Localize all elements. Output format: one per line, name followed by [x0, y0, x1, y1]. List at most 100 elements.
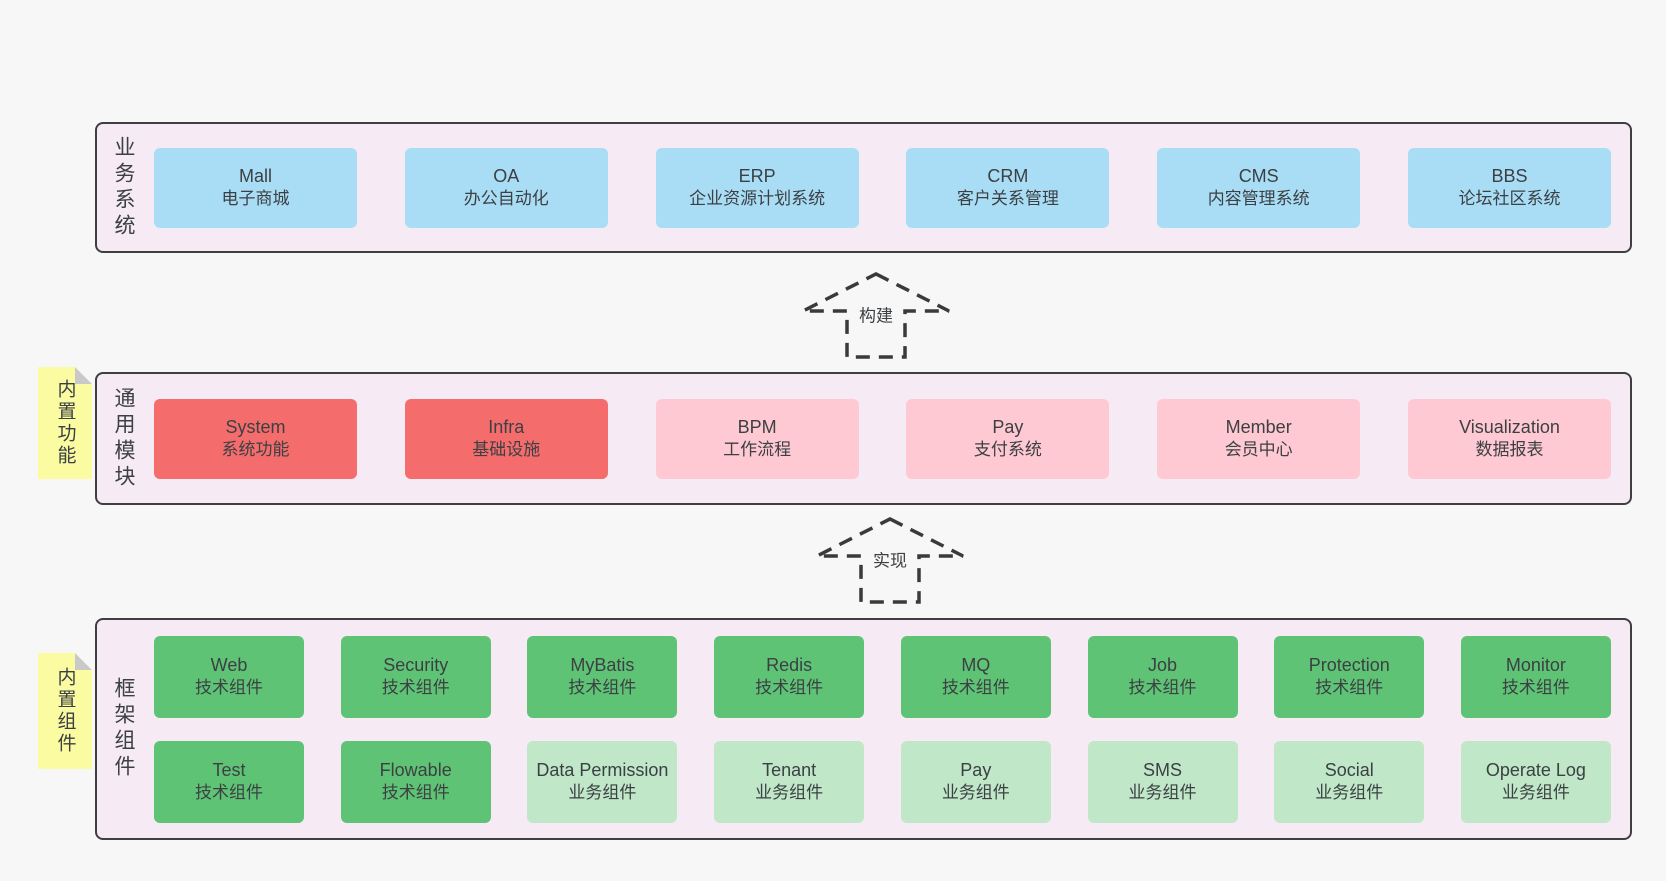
module-box-mq: MQ 技术组件	[900, 635, 1051, 718]
sticky-note-built-in-components: 内置组件	[38, 653, 92, 769]
module-box-erp: ERP 企业资源计划系统	[655, 147, 859, 228]
module-box-security: Security 技术组件	[340, 635, 491, 718]
module-name: MyBatis	[570, 654, 635, 675]
module-name: Redis	[766, 654, 813, 675]
module-box-crm: CRM 客户关系管理	[906, 147, 1110, 228]
module-box-social: Social 业务组件	[1274, 740, 1425, 823]
module-desc: 电子商城	[221, 189, 290, 209]
module-name: Monitor	[1505, 654, 1566, 675]
build-arrow-label: 构建	[856, 301, 896, 327]
module-name: CRM	[987, 165, 1029, 186]
note-text-built-in-components: 内置组件	[54, 667, 76, 755]
module-box-flowable: Flowable 技术组件	[340, 740, 491, 823]
module-box-job: Job 技术组件	[1087, 635, 1238, 718]
module-name: Member	[1225, 416, 1292, 437]
module-desc: 业务组件	[568, 783, 637, 803]
module-desc: 业务组件	[1501, 783, 1570, 803]
layer-label-business-systems: 业务系统	[112, 135, 135, 240]
implement-arrow-label: 实现	[870, 546, 910, 572]
module-box-bpm: BPM 工作流程	[655, 398, 859, 479]
module-name: BBS	[1491, 165, 1528, 186]
module-desc: 办公自动化	[463, 189, 549, 209]
module-box-data-permission: Data Permission 业务组件	[527, 740, 678, 823]
module-desc: 支付系统	[973, 440, 1042, 460]
module-box-bbs: BBS 论坛社区系统	[1407, 147, 1611, 228]
module-name: Social	[1324, 759, 1374, 780]
module-desc: 技术组件	[755, 678, 824, 698]
implement-arrow: 实现	[814, 515, 966, 605]
module-name: BPM	[737, 416, 777, 437]
module-name: Mall	[238, 165, 272, 186]
module-name: MQ	[961, 654, 991, 675]
module-name: Test	[212, 759, 246, 780]
module-desc: 企业资源计划系统	[689, 189, 826, 209]
module-desc: 技术组件	[195, 678, 263, 698]
module-desc: 工作流程	[723, 440, 792, 460]
module-name: Flowable	[379, 759, 452, 780]
module-desc: 技术组件	[941, 678, 1010, 698]
module-box-mall: Mall 电子商城	[154, 147, 357, 228]
layer-label-common-modules: 通用模块	[112, 386, 135, 491]
module-name: Protection	[1308, 654, 1390, 675]
module-box-tenant: Tenant 业务组件	[714, 740, 865, 823]
block-arrow-up-icon	[816, 517, 964, 604]
module-box-protection: Protection 技术组件	[1274, 635, 1425, 718]
module-desc: 技术组件	[1315, 678, 1384, 698]
module-desc: 业务组件	[1128, 783, 1197, 803]
module-desc: 基础设施	[472, 440, 541, 460]
block-arrow-up-icon	[802, 272, 950, 359]
module-row: Mall 电子商城 OA 办公自动化 ERP 企业资源计划系统 CRM 客户关系管理 CMS 内容…	[154, 147, 1611, 228]
module-name: Security	[383, 654, 449, 675]
module-box-member: Member 会员中心	[1157, 398, 1361, 479]
module-desc: 技术组件	[1501, 678, 1570, 698]
module-box-pay: Pay 支付系统	[906, 398, 1110, 479]
module-desc: 系统功能	[221, 440, 290, 460]
module-box-operate-log: Operate Log 业务组件	[1460, 740, 1611, 823]
note-text-built-in-features: 内置功能	[54, 379, 76, 467]
module-name: Pay	[960, 759, 992, 780]
module-name: CMS	[1238, 165, 1279, 186]
module-desc: 业务组件	[1315, 783, 1384, 803]
module-desc: 业务组件	[755, 783, 824, 803]
module-desc: 技术组件	[381, 678, 450, 698]
module-name: Tenant	[762, 759, 817, 780]
module-desc: 论坛社区系统	[1458, 189, 1561, 209]
module-box-redis: Redis 技术组件	[714, 635, 865, 718]
module-name: Visualization	[1459, 416, 1560, 437]
module-name: OA	[493, 165, 520, 186]
module-name: Operate Log	[1485, 759, 1586, 780]
module-desc: 技术组件	[381, 783, 450, 803]
module-desc: 数据报表	[1475, 440, 1544, 460]
module-desc: 客户关系管理	[956, 189, 1059, 209]
layer-label-framework-components: 框架组件	[112, 677, 135, 781]
module-desc: 技术组件	[1128, 678, 1197, 698]
module-box-infra: Infra 基础设施	[404, 398, 608, 479]
module-box-oa: OA 办公自动化	[404, 147, 608, 228]
module-name: Pay	[992, 416, 1024, 437]
module-name: ERP	[738, 165, 776, 186]
module-box-monitor: Monitor 技术组件	[1460, 635, 1611, 718]
module-name: Infra	[488, 416, 525, 437]
build-arrow: 构建	[800, 270, 952, 360]
business-systems-boxes: Mall 电子商城 OA 办公自动化 ERP 企业资源计划系统 CRM 客户关系管理 CMS 内容…	[154, 124, 1611, 251]
note-fold-corner-icon	[75, 367, 92, 384]
module-desc: 内容管理系统	[1207, 189, 1310, 209]
module-name: Data Permission	[536, 759, 669, 780]
module-name: Job	[1148, 654, 1178, 675]
module-desc: 会员中心	[1224, 440, 1293, 460]
sticky-note-built-in-features: 内置功能	[38, 367, 92, 479]
note-fold-corner-icon	[75, 653, 92, 670]
